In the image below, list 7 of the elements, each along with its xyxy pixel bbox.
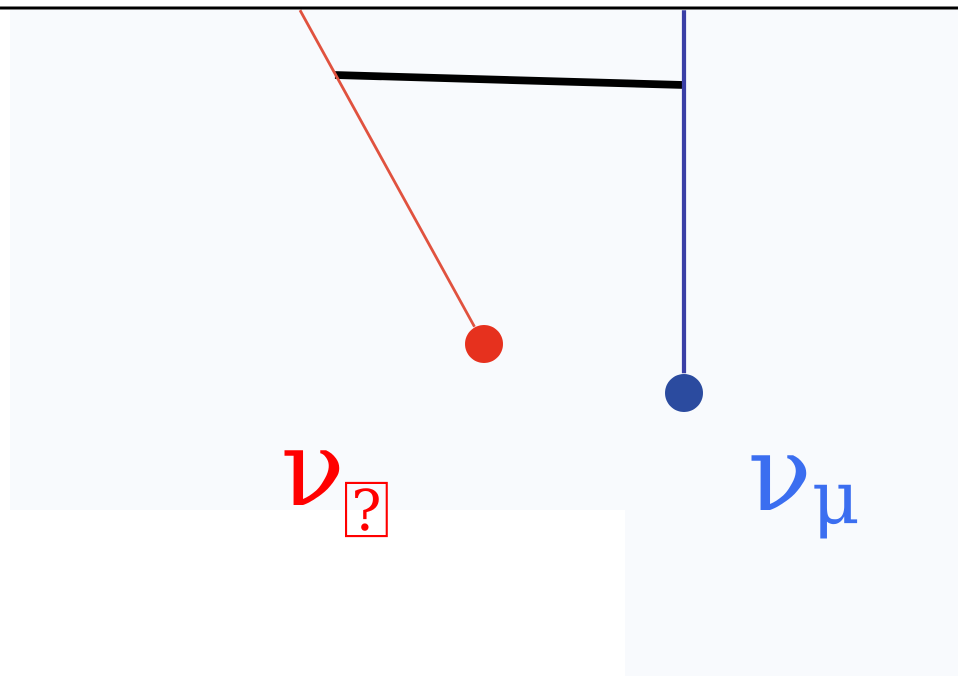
pendulum-string bbox=[298, 10, 476, 328]
missing-glyph-box: ? bbox=[345, 482, 388, 538]
greek-symbol: ν$_{μ}$ bbox=[752, 455, 858, 538]
pendulum-string bbox=[682, 10, 686, 374]
pendulum-ball bbox=[665, 374, 703, 412]
greek-symbol: ν bbox=[284, 450, 340, 505]
pendulum-ball bbox=[465, 325, 503, 363]
